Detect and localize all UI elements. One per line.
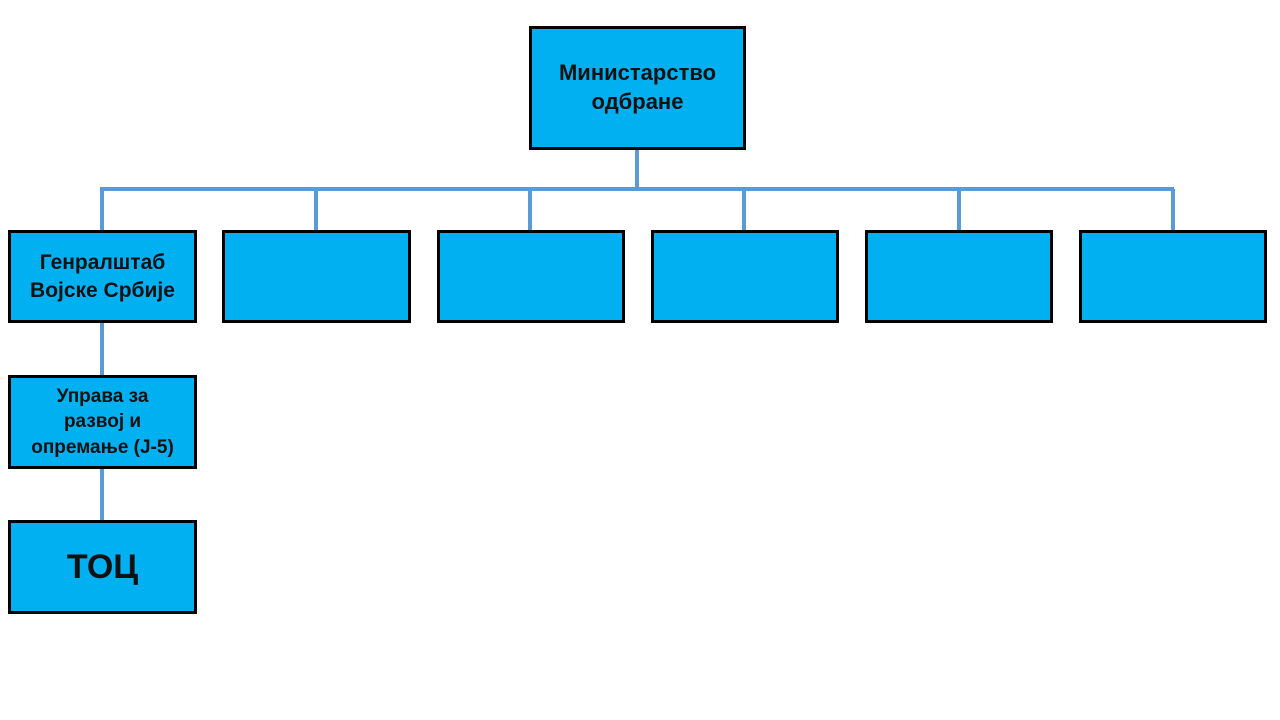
- org-node-label: Управа за развој и опремање (Ј-5): [31, 385, 174, 458]
- org-node-ministry-of-defence: Министарство одбране: [529, 26, 746, 150]
- org-node-empty: [437, 230, 625, 323]
- org-node-empty: [1079, 230, 1267, 323]
- org-node-label: Министарство одбране: [558, 60, 717, 114]
- org-node-general-staff: Генралштаб Војске Србије: [8, 230, 197, 323]
- org-node-label: Генралштаб Војске Србије: [30, 251, 175, 302]
- org-node-empty: [865, 230, 1053, 323]
- org-node-toc: ТОЦ: [8, 520, 197, 614]
- org-node-empty: [651, 230, 839, 323]
- org-node-label: ТОЦ: [66, 547, 139, 586]
- org-node-empty: [222, 230, 411, 323]
- org-node-development-directorate: Управа за развој и опремање (Ј-5): [8, 375, 197, 469]
